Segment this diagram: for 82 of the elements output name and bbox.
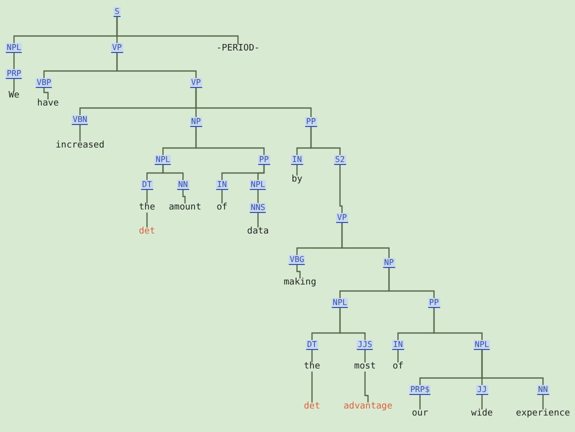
tree-branch-line	[339, 308, 366, 340]
tag-label: DT	[141, 180, 153, 190]
tag-label: NPL	[154, 155, 172, 165]
tag-label: PRP$	[409, 385, 431, 395]
tag-label: IN	[392, 340, 404, 350]
tree-branch-line	[296, 265, 301, 278]
tree-branch-line	[116, 17, 239, 44]
word-label: amount	[168, 204, 202, 212]
tree-branch-line	[311, 350, 313, 362]
tag-label: VBG	[288, 255, 306, 265]
tree-branch-line	[116, 53, 197, 78]
tree-branch-line	[311, 372, 313, 402]
tree-branch-line	[341, 223, 390, 258]
word-label: making	[282, 278, 318, 288]
tag-label: NPL	[332, 298, 348, 308]
word-label: of	[392, 362, 404, 372]
tree-branch-line	[13, 53, 15, 69]
tag-label: PP	[305, 117, 317, 127]
tree-branch-line	[146, 212, 148, 228]
tag-label: PRP	[6, 69, 22, 79]
tree-branch-line	[13, 79, 15, 92]
tag-label: JJ	[476, 385, 488, 395]
tree-branch-line	[195, 127, 265, 155]
tag-label: VBN	[72, 115, 88, 125]
tag-label: NN	[537, 385, 549, 395]
tag-label: VP	[336, 213, 348, 223]
tree-branch-line	[433, 308, 483, 340]
tag-label: VP	[190, 78, 202, 88]
word-label: our	[410, 410, 430, 418]
tag-label: NPL	[474, 340, 490, 350]
tag-label: NP	[383, 258, 395, 268]
tag-label: NP	[190, 117, 202, 127]
tag-label: VBP	[36, 78, 52, 88]
tag-label: S2	[334, 155, 346, 165]
tree-branch-line	[182, 190, 186, 204]
tag-label: VP	[111, 43, 123, 53]
tree-branch-line	[364, 350, 366, 362]
tree-branch-line	[146, 190, 148, 204]
word-label: by	[290, 176, 304, 184]
tag-label: NPL	[250, 180, 266, 190]
tree-branch-line	[339, 165, 343, 213]
tree-branch-line	[195, 88, 312, 117]
tag-label: NNS	[250, 203, 266, 213]
tag-label: PP	[258, 155, 270, 165]
tree-branch-line	[296, 165, 298, 176]
tag-label: IN	[216, 180, 228, 190]
word-label: the	[138, 204, 156, 212]
tag-label: JJS	[356, 340, 374, 350]
word-label: the	[302, 362, 322, 372]
tree-branch-line	[43, 88, 49, 100]
word-label: det	[138, 228, 156, 236]
tag-label: NPL	[6, 43, 22, 53]
word-label: increased	[54, 142, 106, 150]
tree-branch-line	[481, 395, 483, 410]
word-label: most	[353, 362, 377, 372]
tree-branch-line	[397, 350, 399, 362]
tree-branch-line	[257, 213, 259, 228]
word-label: of	[216, 204, 228, 212]
word-label: experience	[514, 410, 572, 418]
tree-branch-line	[388, 268, 435, 298]
tree-branch-line	[542, 395, 544, 410]
tree-branch-line	[257, 190, 259, 203]
word-label: have	[36, 100, 60, 108]
word-label: We	[8, 92, 20, 100]
word-label: det	[302, 402, 322, 412]
tree-branch-line	[79, 125, 81, 142]
tag-label: PP	[428, 298, 440, 308]
tree-branch-line	[162, 165, 184, 180]
tag-label: NN	[177, 180, 189, 190]
tag-label: DT	[306, 340, 318, 350]
tree-branch-line	[221, 190, 223, 204]
word-label: advantage	[342, 402, 394, 412]
tree-branch-line	[481, 350, 544, 385]
tree-branch-line	[419, 395, 421, 410]
tree-branch-line	[364, 372, 369, 402]
tag-label: IN	[291, 155, 303, 165]
word-label: -PERIOD-	[215, 44, 261, 54]
tree-branch-line	[257, 165, 265, 180]
word-label: wide	[470, 410, 494, 418]
word-label: data	[246, 228, 270, 236]
tree-branch-line	[310, 127, 341, 155]
tag-label: S	[114, 7, 120, 17]
